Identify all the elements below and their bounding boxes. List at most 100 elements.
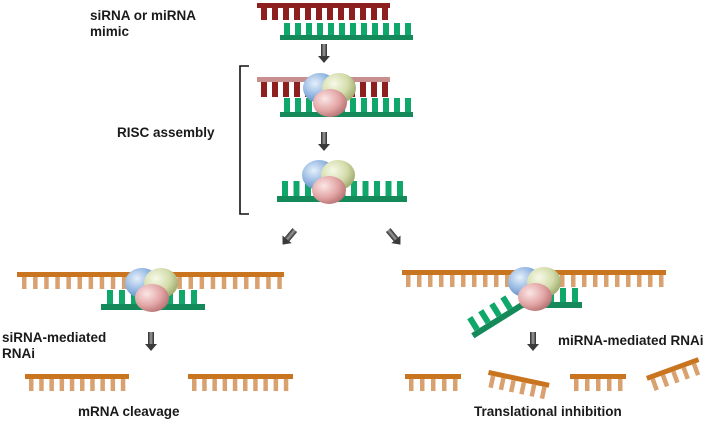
arrow-down-1 — [318, 44, 330, 63]
mrna-inhibited-1-tooth — [431, 379, 436, 391]
mrna-target-left-tooth — [33, 277, 38, 289]
guide-strand-mature-tooth — [374, 181, 380, 196]
mirna-target-binding — [402, 267, 666, 339]
mrna-fragment-1-tooth — [29, 379, 34, 391]
guide-strand-tooth — [372, 23, 378, 35]
guide-strand-loaded-tooth — [372, 98, 378, 112]
arrow-down-right-head — [527, 344, 539, 351]
mrna-fragment-1-tooth — [120, 379, 126, 391]
guide-strand-mature-tooth — [362, 181, 369, 196]
passenger-strand-tooth — [272, 8, 278, 20]
mrna-target-left-tooth — [55, 277, 60, 289]
arrow-down-2 — [318, 132, 330, 151]
mrna-inhibited-3-tooth — [618, 379, 623, 391]
guide-strand-tooth — [306, 23, 312, 35]
risc-protein-pink — [518, 283, 552, 311]
guide-strand-bound-left-tooth — [179, 290, 185, 304]
guide-strand-bound-right — [467, 288, 582, 339]
risc-complex-right — [508, 267, 561, 311]
risc-protein-pink — [313, 89, 347, 117]
arrow-diverge-left-head — [282, 235, 292, 245]
guide-strand — [280, 23, 413, 40]
guide-strand-tooth — [339, 23, 345, 35]
mrna-target-left-tooth — [66, 277, 71, 289]
passenger-strand-tooth — [382, 8, 388, 20]
mrna-target-left-tooth — [22, 277, 27, 289]
mrna-target-right-tooth — [439, 275, 444, 287]
mrna-inhibited-4-rotated — [646, 357, 701, 391]
mrna-target-right-tooth — [472, 275, 477, 287]
passenger-strand-tooth — [338, 8, 344, 20]
mrna-inhibited-1-tooth — [453, 379, 458, 391]
mrna-inhibited-3-backbone — [570, 374, 626, 379]
mrna-target-left-tooth — [255, 277, 260, 289]
guide-strand-mature-tooth — [397, 181, 403, 196]
mrna-inhibited-3-tooth — [585, 379, 590, 391]
risc-loading — [257, 73, 413, 117]
arrow-down-right-shaft — [530, 332, 536, 344]
mrna-target-right-tooth — [637, 275, 642, 287]
mrna-inhibited-3-tooth — [574, 379, 579, 391]
mrna-target-left-tooth — [232, 277, 238, 289]
guide-strand-loaded-tooth — [394, 98, 400, 112]
arrow-diverge-left — [282, 228, 298, 245]
mrna-fragment-2-tooth — [232, 379, 238, 391]
guide-right-tooth-kinked — [467, 316, 480, 332]
arrow-diverge-right-head — [391, 235, 401, 245]
mrna-inhibited-4-tooth — [660, 374, 670, 388]
risc-complex-left — [125, 268, 178, 312]
mrna-target-right-tooth — [406, 275, 411, 287]
passenger-strand-backbone — [257, 3, 390, 8]
passenger-strand-tooth — [349, 8, 355, 20]
risc-assembly-label: RISC assembly — [117, 125, 215, 140]
mrna-inhibited-3-tooth — [596, 379, 601, 391]
guide-strand-bound-left-tooth — [131, 290, 137, 304]
sirna-target-binding — [17, 268, 284, 312]
arrow-down-2-head — [318, 144, 330, 151]
mrna-target-right-tooth — [582, 275, 587, 287]
mrna-inhibited-4-backbone — [646, 357, 700, 381]
guide-strand-mature-tooth — [282, 181, 288, 196]
guide-strand-loaded-tooth — [383, 98, 389, 112]
mrna-target-right-tooth — [483, 275, 488, 287]
risc-complex-mature — [302, 160, 355, 204]
passenger-strand-loaded-tooth — [360, 82, 366, 97]
risc-complex-loading — [303, 73, 356, 117]
mrna-fragment-1-tooth — [49, 379, 54, 391]
mrna-inhibited-2-backbone — [487, 370, 550, 388]
mrna-inhibited-3-tooth — [607, 379, 612, 391]
mrna-fragment-1-tooth — [110, 379, 116, 391]
mrna-cleavage-label: mRNA cleavage — [78, 404, 180, 419]
guide-strand-loaded-tooth — [295, 98, 301, 112]
guide-strand-bound-left-tooth — [167, 290, 173, 304]
arrow-down-left — [145, 332, 157, 351]
guide-strand-tooth — [394, 23, 400, 35]
guide-strand-mature-tooth — [305, 181, 311, 196]
bracket-line — [239, 65, 249, 215]
guide-strand-tooth — [295, 23, 301, 35]
guide-strand-tooth — [317, 23, 323, 35]
mrna-fragment-1-tooth — [39, 379, 44, 391]
mrna-fragment-1-backbone — [25, 374, 129, 379]
mrna-target-right-tooth — [571, 275, 576, 287]
mrna-target-right-tooth — [648, 275, 653, 287]
guide-strand-loaded-tooth — [361, 98, 367, 112]
mrna-target-right-tooth — [461, 275, 466, 287]
mrna-fragment-2-tooth — [243, 379, 248, 391]
guide-strand-loaded-tooth — [405, 98, 411, 112]
guide-strand-backbone — [280, 35, 413, 40]
translationally-inhibited-mrnas — [405, 357, 701, 400]
mrna-inhibited-4-tooth — [681, 366, 690, 380]
mrna-fragment-1-tooth — [100, 379, 105, 391]
mrna-target-right-tooth — [659, 275, 664, 287]
mrna-inhibited-4-tooth — [650, 378, 659, 391]
arrow-diverge-right-shaft — [385, 228, 399, 242]
mrna-target-right-tooth — [593, 275, 598, 287]
passenger-strand-tooth — [294, 8, 300, 20]
arrow-diverge-right — [385, 228, 401, 245]
mrna-inhibited-1-tooth — [409, 379, 414, 391]
guide-right-tooth — [560, 288, 566, 302]
guide-right-tooth-kinked — [500, 295, 513, 311]
arrow-down-2-shaft — [321, 132, 327, 144]
